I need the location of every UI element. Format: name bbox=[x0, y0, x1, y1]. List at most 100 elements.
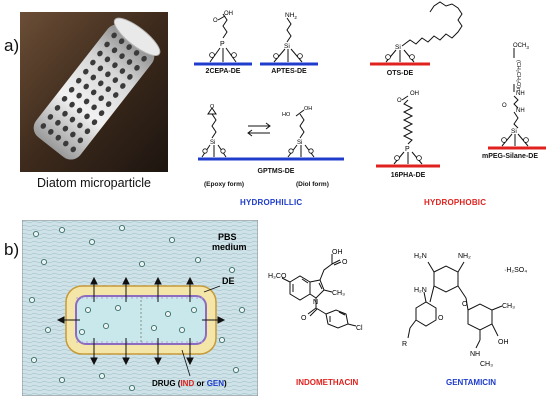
atom-ch3-bottom: CH₃ bbox=[480, 361, 493, 368]
atom-h2n-mid: H₂N bbox=[414, 287, 427, 294]
drug-molecule-dot bbox=[84, 306, 92, 314]
atom-ho: HO bbox=[282, 112, 291, 118]
diatom-pore bbox=[91, 104, 97, 111]
molecule-2cepa: OH O P bbox=[194, 11, 252, 66]
diatom-pore bbox=[105, 71, 111, 78]
drug-molecule-dot bbox=[32, 230, 40, 238]
label-de: DE bbox=[222, 276, 235, 286]
drug-molecule-dot bbox=[114, 304, 122, 312]
atom-o-ring1: O bbox=[438, 315, 444, 322]
diatom-pore bbox=[90, 74, 97, 81]
drug-molecule-dot bbox=[194, 256, 202, 264]
label-ots: OTS-DE bbox=[386, 70, 414, 77]
structure-gentamicin: H₂N NH₂ H₂N ·H₂SO₄ O O CH₃ OH R NH CH₃ bbox=[402, 253, 527, 368]
drug-molecule-dot bbox=[98, 372, 106, 380]
drug-molecule-dot bbox=[178, 326, 186, 334]
diatom-pore bbox=[76, 92, 82, 99]
panel-label-b: b) bbox=[4, 240, 20, 259]
drug-molecule-dot bbox=[78, 328, 86, 336]
diatom-pore bbox=[112, 62, 118, 69]
diatom-pore bbox=[105, 101, 112, 107]
diatom-pore bbox=[68, 86, 75, 93]
atom-oh: OH bbox=[332, 249, 343, 256]
diatom-pore bbox=[75, 77, 82, 84]
atom-oh: OH bbox=[224, 11, 233, 17]
drug-molecule-dot bbox=[168, 236, 176, 244]
atom-epoxy-o: O bbox=[210, 104, 215, 110]
atom-o-acid: O bbox=[342, 259, 348, 266]
label-medium: medium bbox=[212, 242, 247, 252]
diatom-pore bbox=[134, 64, 140, 71]
diatom-pore bbox=[55, 119, 61, 126]
label-gentamicin: GENTAMICIN bbox=[446, 378, 497, 387]
photo-caption: Diatom microparticle bbox=[37, 176, 151, 190]
atom-r: R bbox=[402, 341, 407, 348]
atom-o-ring2: O bbox=[462, 301, 468, 308]
diatom-pore bbox=[104, 56, 111, 63]
atom-oh: OH bbox=[498, 339, 509, 346]
drug-molecule-dot bbox=[190, 306, 198, 314]
diatom-pore bbox=[77, 137, 84, 144]
diatom-pore bbox=[104, 41, 110, 48]
diatom-pore bbox=[98, 80, 104, 87]
diatom-pore bbox=[61, 95, 68, 102]
drug-molecule-dot bbox=[150, 324, 158, 332]
diatom-pore bbox=[40, 123, 47, 129]
atom-nh2: NH2 bbox=[285, 12, 297, 20]
drug-molecule-dot bbox=[28, 296, 36, 304]
drug-molecule-dot bbox=[118, 224, 126, 232]
label-16pha: 16PHA-DE bbox=[390, 172, 426, 179]
diatom-pore bbox=[69, 116, 76, 123]
atom-nh2: NH₂ bbox=[458, 253, 471, 260]
diatom-pore bbox=[111, 32, 117, 39]
label-aptes: APTES-DE bbox=[271, 68, 307, 75]
atom-p: P bbox=[220, 41, 225, 48]
drug-molecule-dot bbox=[88, 238, 96, 246]
diatom-pore bbox=[90, 59, 96, 66]
atom-cl: Cl bbox=[356, 325, 363, 332]
drug-molecule-dot bbox=[30, 356, 38, 364]
drug-molecule-dot bbox=[228, 266, 236, 274]
atom-ch3: CH₃ bbox=[502, 303, 515, 310]
atom-och3: OCH3 bbox=[513, 43, 529, 50]
diatom-pore bbox=[112, 92, 119, 98]
diatom-pore bbox=[70, 131, 76, 138]
diatom-pore bbox=[48, 129, 54, 135]
atom-h2n-top: H₂N bbox=[414, 253, 427, 260]
diatom-pore bbox=[141, 55, 147, 62]
diatom-pore bbox=[54, 105, 61, 111]
diatom-pore bbox=[47, 114, 54, 120]
label-drug: DRUG (IND or GEN) bbox=[152, 379, 227, 388]
diatom-pore bbox=[127, 74, 133, 80]
atom-o: O bbox=[213, 18, 218, 24]
atom-so4: ·H₂SO₄ bbox=[504, 267, 527, 274]
diatom-pore bbox=[83, 98, 90, 105]
drug-molecule-dot bbox=[128, 384, 136, 392]
diatom-pore bbox=[90, 89, 97, 96]
diatom-pore bbox=[133, 50, 140, 56]
drug-molecule-dot bbox=[58, 226, 66, 234]
atom-oh: OH bbox=[304, 106, 312, 112]
atom-nh-1: NH bbox=[516, 91, 525, 97]
label-diol-form: (Diol form) bbox=[296, 181, 329, 188]
label-2cepa: 2CEPA-DE bbox=[205, 68, 241, 75]
diatom-pore bbox=[119, 53, 125, 60]
atom-o: O bbox=[397, 98, 402, 104]
diatom-pore bbox=[97, 65, 104, 72]
panel-label-a: a) bbox=[4, 36, 20, 55]
diatom-pore bbox=[84, 128, 91, 135]
diatom-pore bbox=[55, 134, 62, 141]
drug-molecule-dot bbox=[218, 336, 226, 344]
diatom-pore bbox=[62, 110, 68, 117]
diatom-pore bbox=[91, 119, 98, 126]
drug-molecule-dot bbox=[238, 306, 246, 314]
diatom-photo bbox=[20, 12, 168, 172]
drug-molecule-dot bbox=[44, 326, 52, 334]
diatom-pore bbox=[112, 77, 119, 83]
diatom-pore bbox=[62, 125, 69, 132]
diatom-pore bbox=[119, 68, 126, 74]
drug-molecule-dot bbox=[40, 258, 48, 266]
diatom-pore bbox=[70, 146, 77, 153]
molecule-16pha: OH O P bbox=[376, 91, 440, 168]
diatom-pore bbox=[69, 101, 75, 108]
